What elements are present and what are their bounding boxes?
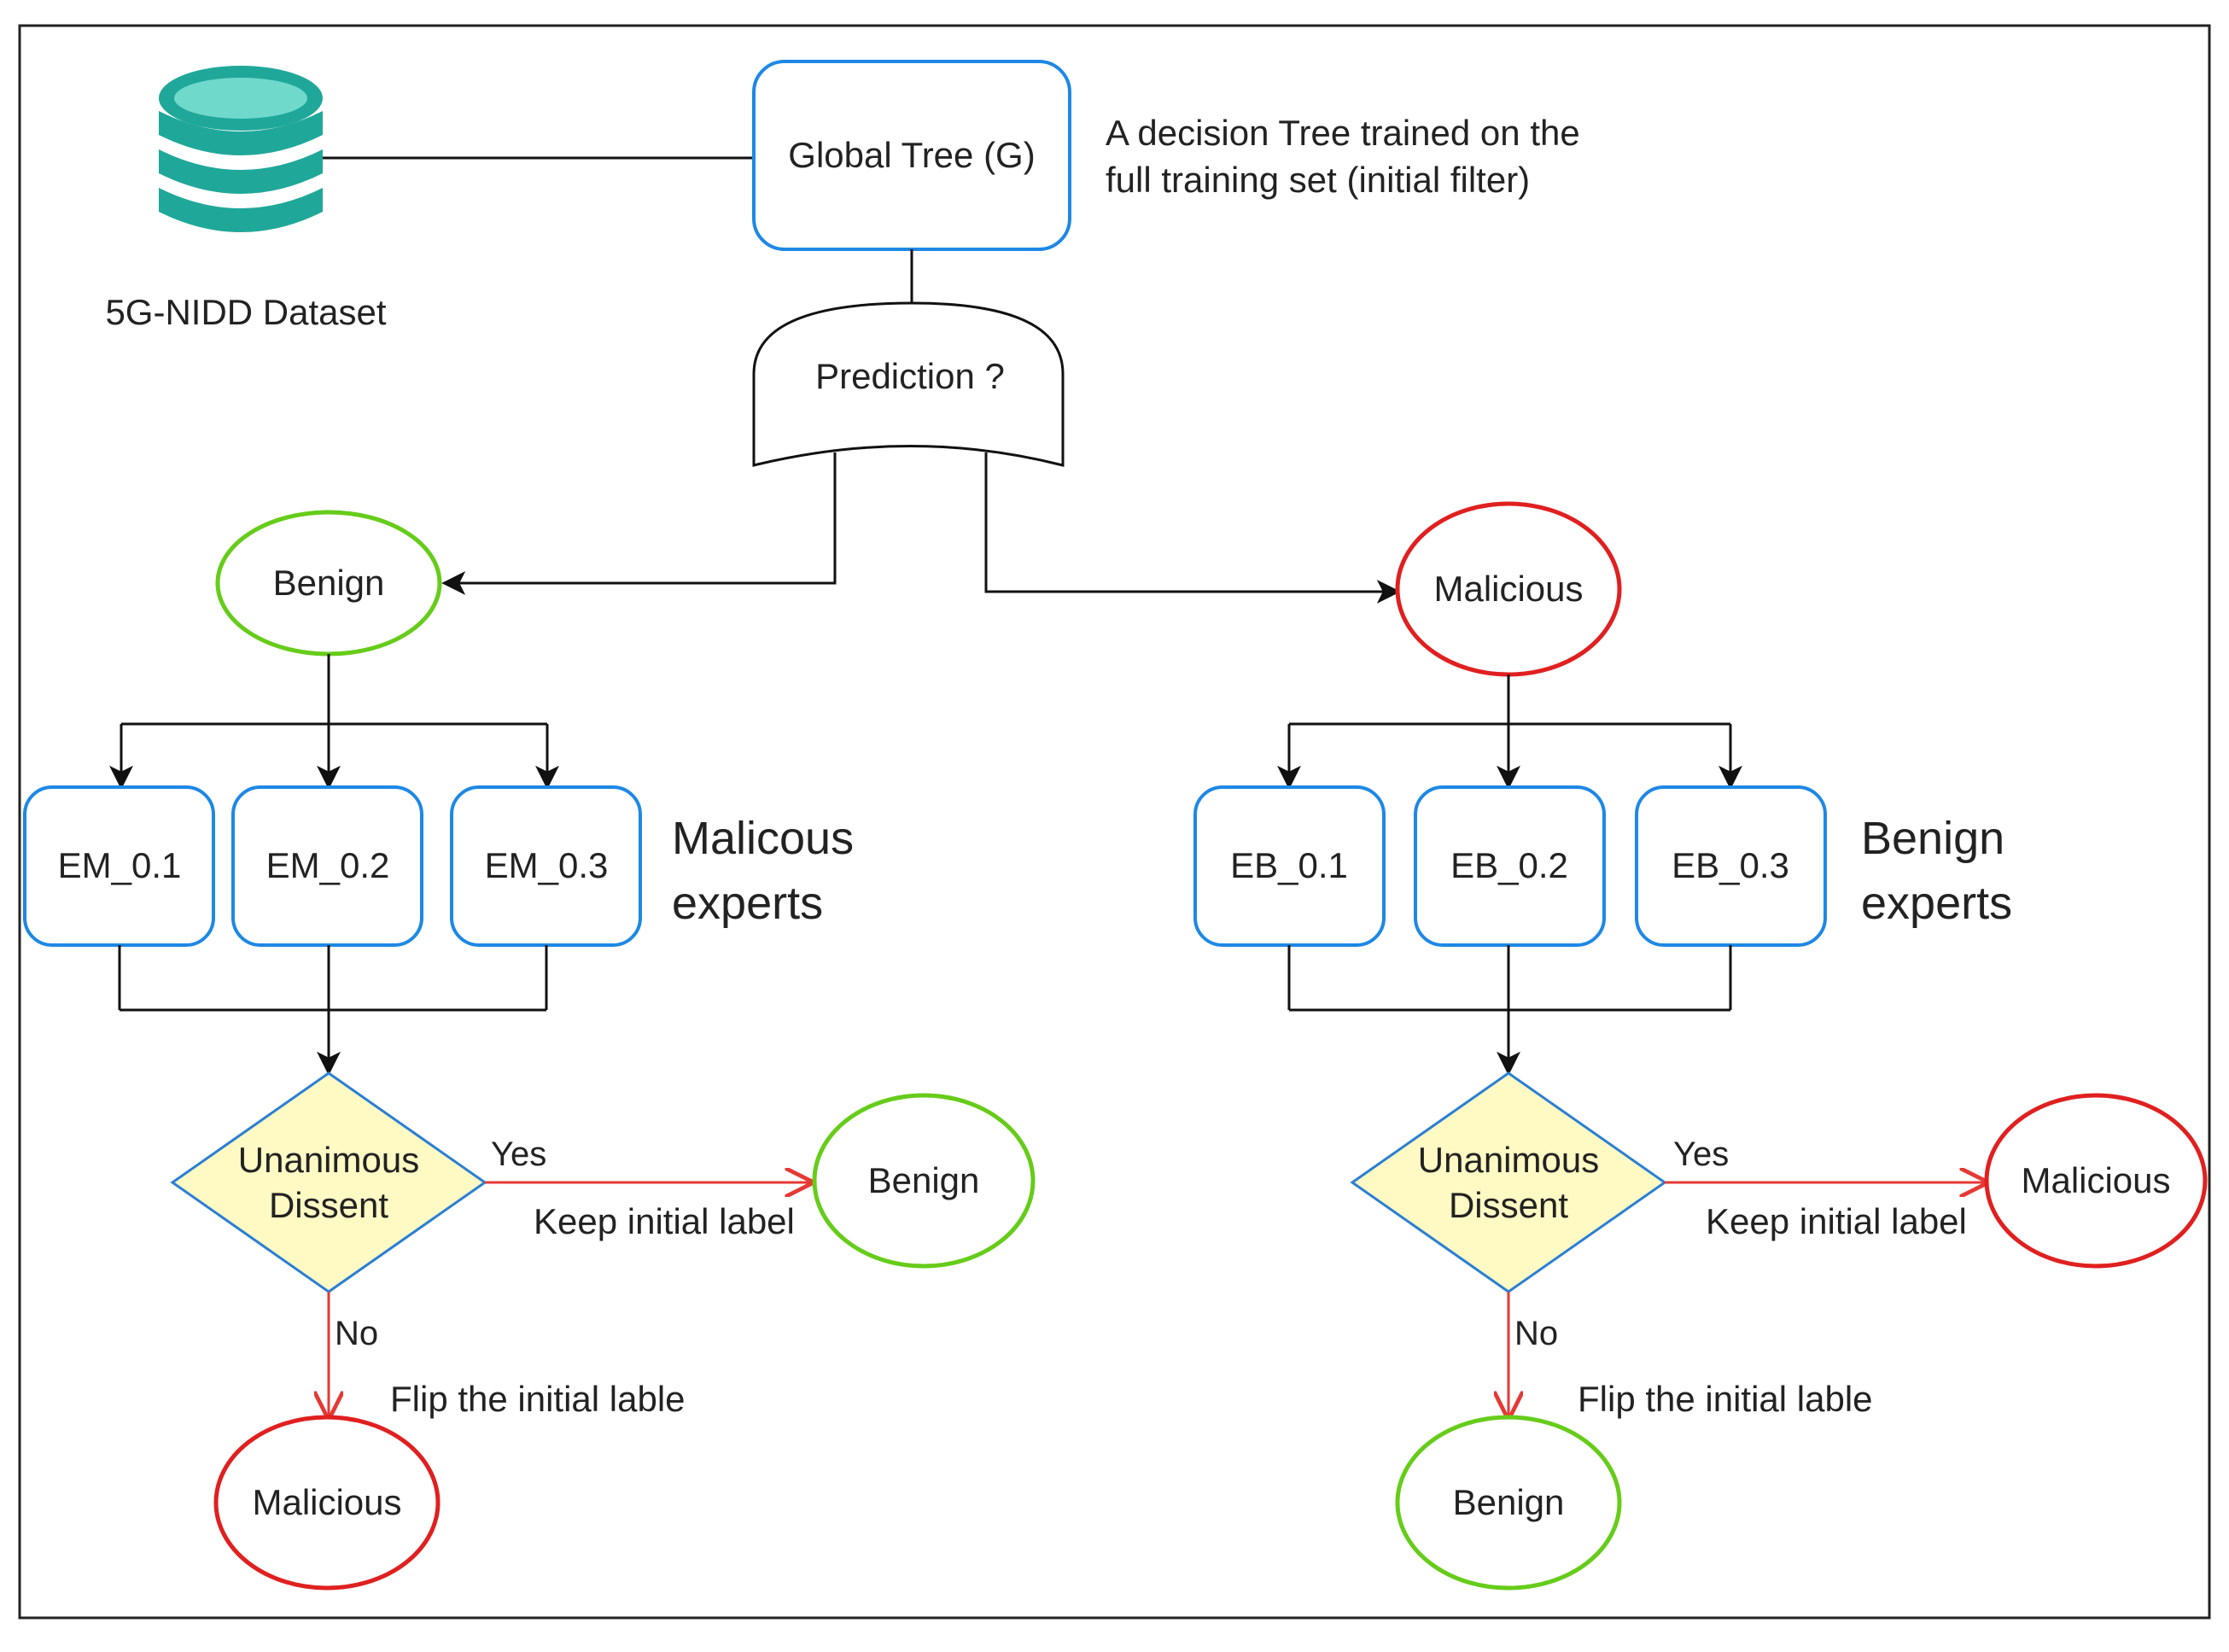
expert-eb-0-3-label: EB_0.3 [1672, 845, 1789, 885]
left-no-outcome-node[interactable] [213, 1415, 441, 1591]
expert-em-0-1-label: EM_0.1 [58, 845, 182, 885]
dataset-label: 5G-NIDD Dataset [105, 292, 386, 332]
left-initial-label: Benign [273, 563, 385, 603]
right-yes-outcome-label: Malicious [2021, 1160, 2170, 1200]
malicious-branch-arrow [984, 452, 1401, 604]
prediction-label: Prediction ? [815, 356, 1005, 396]
right-decision-line2: Dissent [1449, 1185, 1568, 1225]
right-decision-diamond[interactable] [1350, 1071, 1667, 1293]
expert-eb-0-1-label: EB_0.1 [1230, 845, 1348, 885]
left-experts-caption-line2: experts [672, 878, 823, 929]
left-yes-label: Yes [491, 1135, 546, 1173]
prediction-gate[interactable] [752, 301, 1065, 467]
right-initial-label: Malicious [1433, 569, 1583, 609]
global-tree-description-line2: full training set (initial filter) [1106, 160, 1530, 200]
left-flip-label: Flip the initial lable [390, 1379, 686, 1419]
right-experts-caption-line1: Benign [1861, 813, 2004, 864]
figure-border [18, 24, 2211, 1620]
database-icon [159, 66, 323, 232]
right-yes-label: Yes [1673, 1135, 1729, 1173]
global-tree-label: Global Tree (G) [788, 135, 1035, 175]
right-decision-line1: Unanimous [1418, 1140, 1599, 1180]
global-tree-description-line1: A decision Tree trained on the [1106, 113, 1580, 153]
left-no-label: No [335, 1315, 378, 1352]
right-flip-label: Flip the initial lable [1578, 1379, 1873, 1419]
left-no-outcome-label: Malicious [252, 1482, 401, 1522]
right-experts-caption-line2: experts [1861, 878, 2012, 929]
left-experts-caption-line1: Malicous [672, 813, 854, 864]
right-no-outcome-node[interactable] [1395, 1415, 1622, 1591]
left-decision-line1: Unanimous [238, 1140, 419, 1180]
right-keep-label: Keep initial label [1706, 1201, 1967, 1241]
expert-eb-0-2-label: EB_0.2 [1450, 845, 1568, 885]
left-keep-label: Keep initial label [534, 1201, 795, 1241]
expert-em-0-2-label: EM_0.2 [266, 845, 390, 885]
benign-branch-arrow [441, 452, 837, 595]
left-decision-diamond[interactable] [170, 1071, 487, 1293]
left-decision-line2: Dissent [269, 1185, 388, 1225]
right-no-outcome-label: Benign [1453, 1482, 1565, 1522]
right-no-label: No [1514, 1315, 1558, 1352]
left-yes-outcome-node[interactable] [812, 1093, 1036, 1269]
expert-em-0-3-label: EM_0.3 [485, 845, 609, 885]
left-yes-outcome-label: Benign [868, 1160, 980, 1200]
right-yes-outcome-node[interactable] [1984, 1093, 2208, 1269]
